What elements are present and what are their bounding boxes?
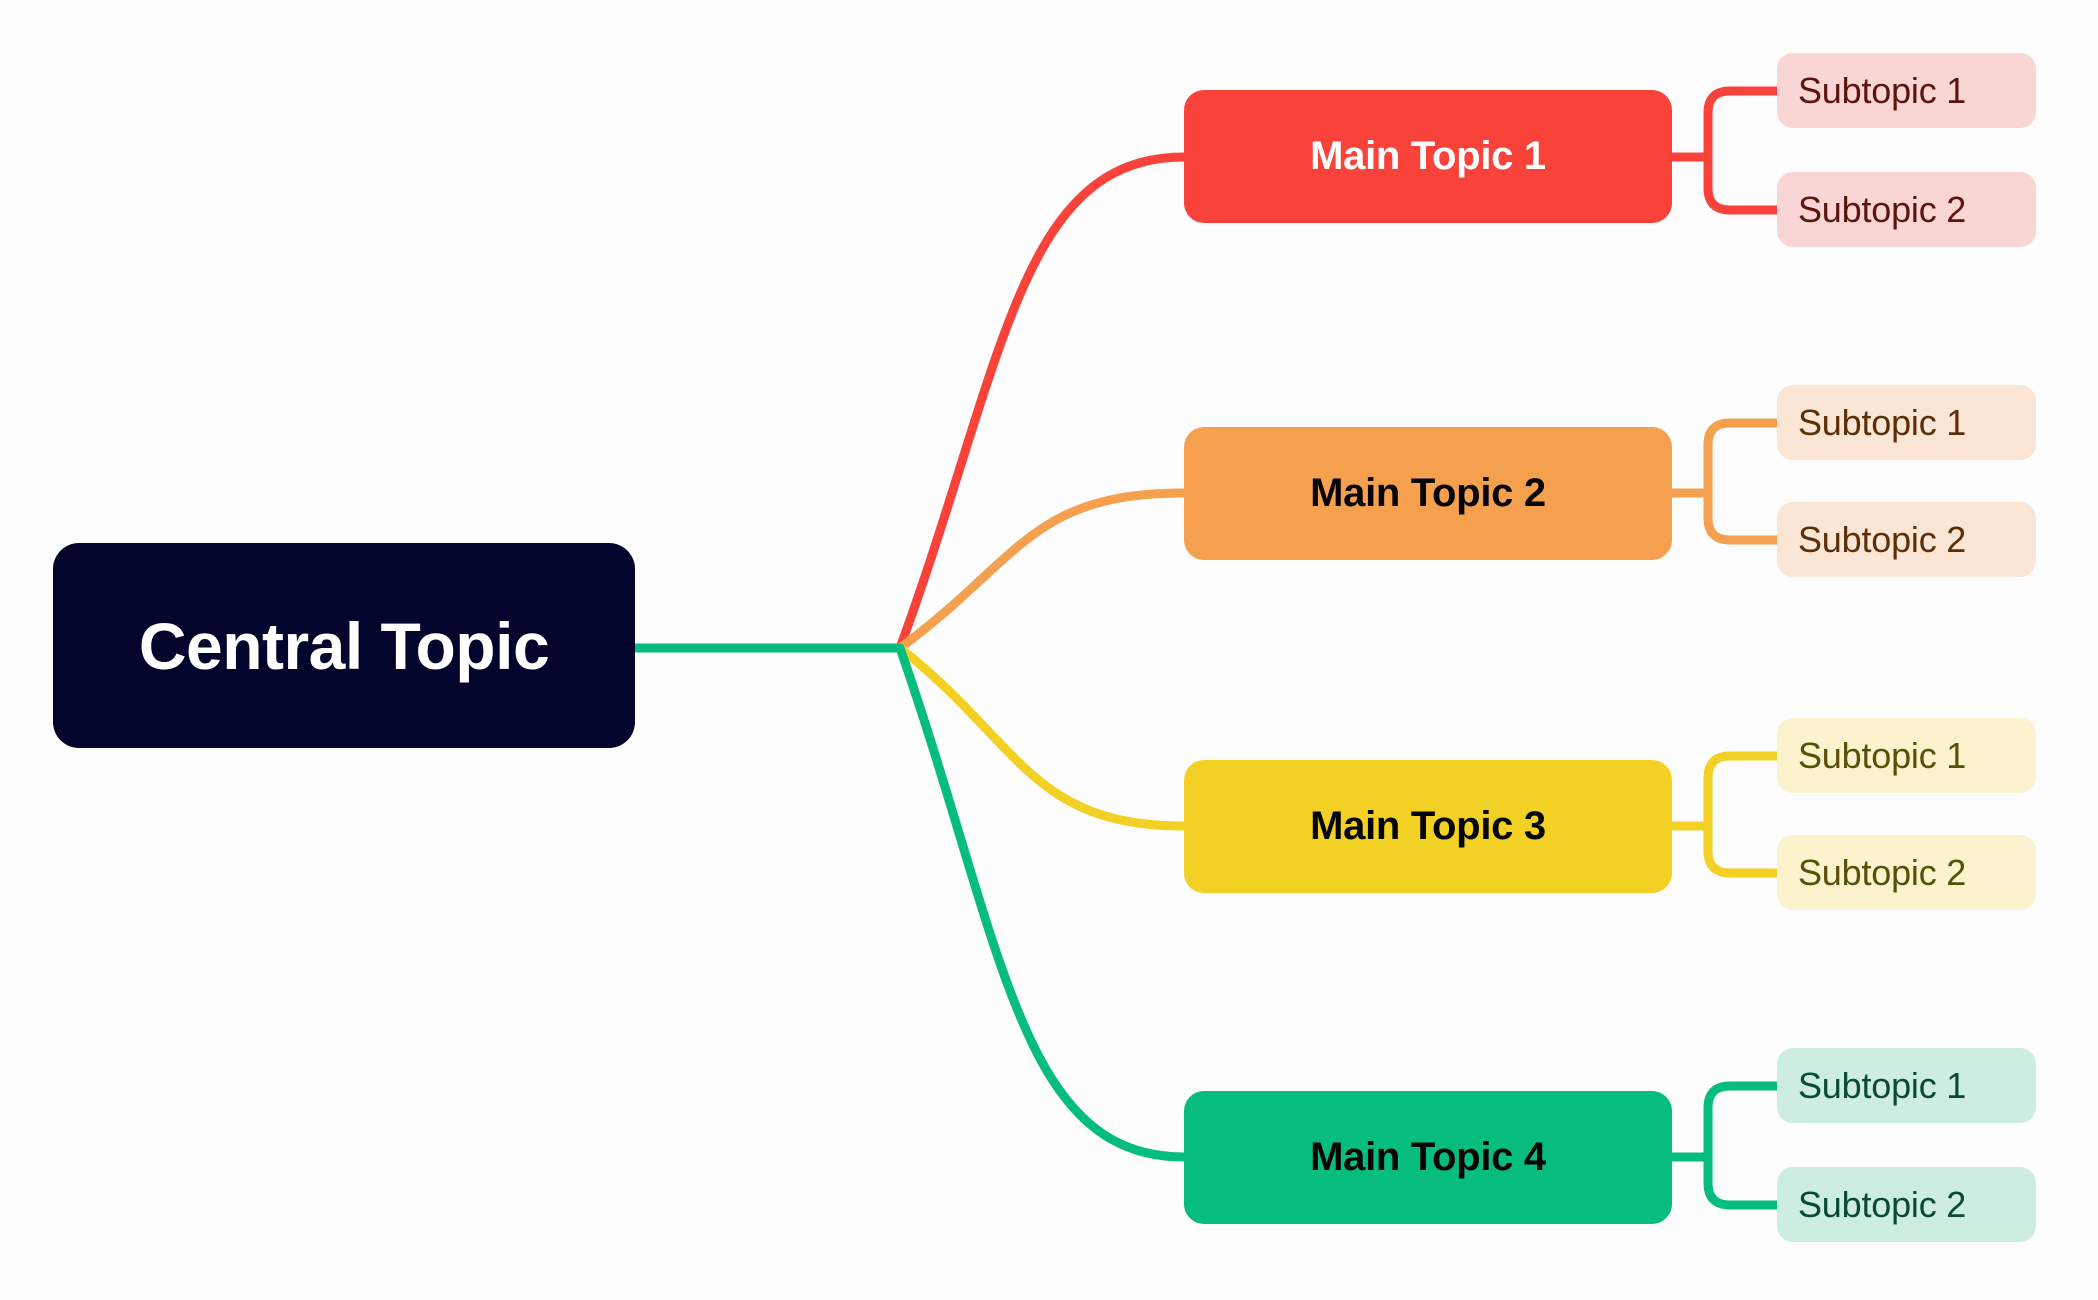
subtopic-1-1-label: Subtopic 1 <box>1798 69 1967 111</box>
subtopic-4-1-label: Subtopic 1 <box>1798 1064 1967 1106</box>
connector-main-4-to-sub-1 <box>1703 1081 1782 1162</box>
connector-main-3-to-sub-2 <box>1703 821 1782 878</box>
connector-main-2-to-sub-1 <box>1703 418 1782 498</box>
subtopic-3-2-label: Subtopic 2 <box>1798 851 1967 893</box>
connector-main-2-to-sub-2 <box>1703 488 1782 545</box>
subtopic-4-2-label: Subtopic 2 <box>1798 1183 1967 1225</box>
subtopic-1-2-label: Subtopic 2 <box>1798 188 1967 230</box>
main-topic-3-label: Main Topic 3 <box>1310 804 1546 848</box>
connector-central-to-main-3 <box>895 643 1189 831</box>
main-topic-1-label: Main Topic 1 <box>1310 134 1546 178</box>
central-topic-node[interactable]: Central Topic <box>53 543 635 748</box>
connector-central-to-main-1 <box>895 152 1189 653</box>
connector-central-to-main-4 <box>895 643 1189 1162</box>
connector-central-to-main-2 <box>895 488 1189 653</box>
subtopic-3-1-label: Subtopic 1 <box>1798 734 1967 776</box>
subtopic-2-2-label: Subtopic 2 <box>1798 518 1967 560</box>
connector-main-1-to-sub-2 <box>1703 152 1782 215</box>
subtopic-2-2-node[interactable]: Subtopic 2 <box>1777 502 2036 577</box>
connector-main-3-to-sub-1 <box>1703 751 1782 831</box>
main-topic-4-label: Main Topic 4 <box>1310 1135 1546 1179</box>
main-topic-3-node[interactable]: Main Topic 3 <box>1184 760 1672 893</box>
subtopic-2-1-label: Subtopic 1 <box>1798 401 1967 443</box>
main-topic-2-node[interactable]: Main Topic 2 <box>1184 427 1672 560</box>
subtopic-3-1-node[interactable]: Subtopic 1 <box>1777 718 2036 793</box>
subtopic-4-2-node[interactable]: Subtopic 2 <box>1777 1167 2036 1242</box>
subtopic-1-1-node[interactable]: Subtopic 1 <box>1777 53 2036 128</box>
subtopic-1-2-node[interactable]: Subtopic 2 <box>1777 172 2036 247</box>
central-topic-label: Central Topic <box>138 608 550 683</box>
subtopic-2-1-node[interactable]: Subtopic 1 <box>1777 385 2036 460</box>
connector-main-4-to-sub-2 <box>1703 1152 1782 1210</box>
main-topic-1-node[interactable]: Main Topic 1 <box>1184 90 1672 223</box>
subtopic-4-1-node[interactable]: Subtopic 1 <box>1777 1048 2036 1123</box>
main-topic-2-label: Main Topic 2 <box>1310 471 1546 515</box>
main-topic-4-node[interactable]: Main Topic 4 <box>1184 1091 1672 1224</box>
subtopic-3-2-node[interactable]: Subtopic 2 <box>1777 835 2036 910</box>
connector-main-1-to-sub-1 <box>1703 86 1782 162</box>
